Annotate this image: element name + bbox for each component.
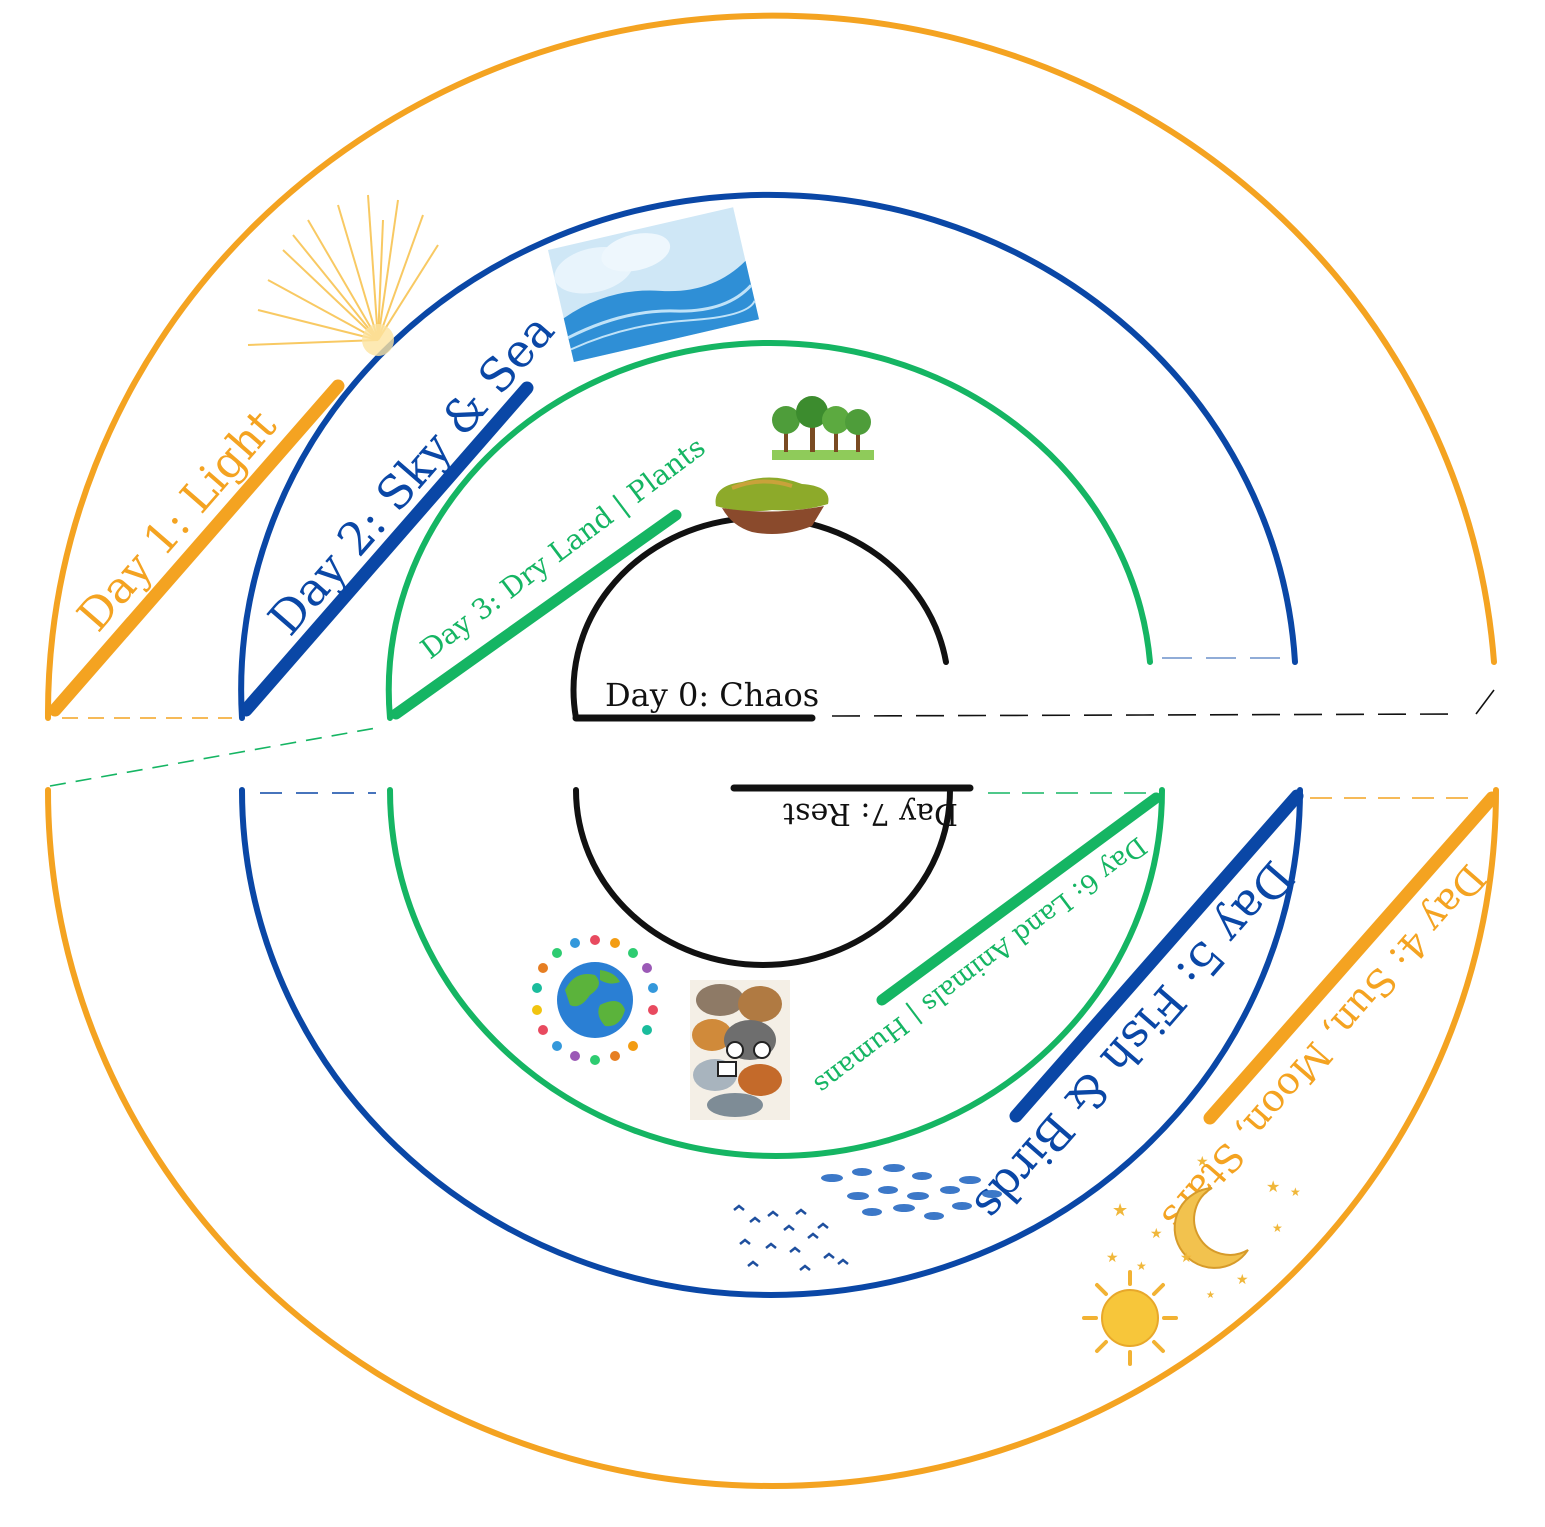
svg-text:★: ★ <box>1106 1250 1119 1266</box>
dash-chaos-right-tick <box>1475 689 1495 715</box>
fish-school-icon <box>821 1164 1002 1220</box>
moon-icon <box>1173 1187 1249 1269</box>
bar-day6 <box>876 792 1162 1006</box>
svg-text:★: ★ <box>1290 1185 1301 1199</box>
ring-day4-lower <box>45 787 1499 1489</box>
ring-day6-lower <box>387 787 1165 1159</box>
label-day7: Day 7: Rest <box>783 796 958 831</box>
svg-text:★: ★ <box>1180 1250 1193 1266</box>
dash-chaos-right <box>831 713 1461 717</box>
svg-text:★: ★ <box>1196 1154 1209 1170</box>
svg-text:★: ★ <box>1150 1226 1163 1242</box>
bar-day3 <box>390 509 682 720</box>
label-day1: Day 1: Light <box>68 400 287 641</box>
people-around-globe-icon <box>532 935 658 1065</box>
ring-day1-upper <box>44 12 1497 721</box>
dash-green-diagonal <box>49 727 377 787</box>
ring-day2-upper <box>238 191 1298 721</box>
bar-day4 <box>1203 791 1499 1125</box>
ring-day0-upper <box>570 514 949 721</box>
land-animals-icon <box>690 980 790 1120</box>
birds-flock-icon <box>733 1204 849 1271</box>
bar-day2 <box>239 381 534 717</box>
ring-day3-upper <box>385 339 1153 721</box>
dry-land-icon <box>715 477 829 534</box>
svg-text:★: ★ <box>1112 1200 1128 1221</box>
svg-text:★: ★ <box>1236 1272 1249 1288</box>
svg-text:★: ★ <box>1266 1177 1280 1196</box>
ring-day5-lower <box>239 787 1303 1298</box>
ring-day7-lower <box>573 787 953 968</box>
bar-day5 <box>1009 789 1304 1123</box>
svg-text:★: ★ <box>1272 1221 1283 1235</box>
stars-icon: ★ ★ ★ ★ ★ ★ ★ ★ ★ ★ ★ <box>1106 1154 1301 1301</box>
bar-day1 <box>48 379 345 717</box>
sun-icon <box>1082 1270 1178 1366</box>
trees-icon <box>772 396 874 460</box>
svg-text:★: ★ <box>1206 1290 1215 1301</box>
sky-and-sea-icon <box>548 207 759 363</box>
sun-rays-icon <box>247 194 439 356</box>
svg-text:★: ★ <box>1136 1259 1147 1273</box>
label-day0: Day 0: Chaos <box>605 676 819 714</box>
